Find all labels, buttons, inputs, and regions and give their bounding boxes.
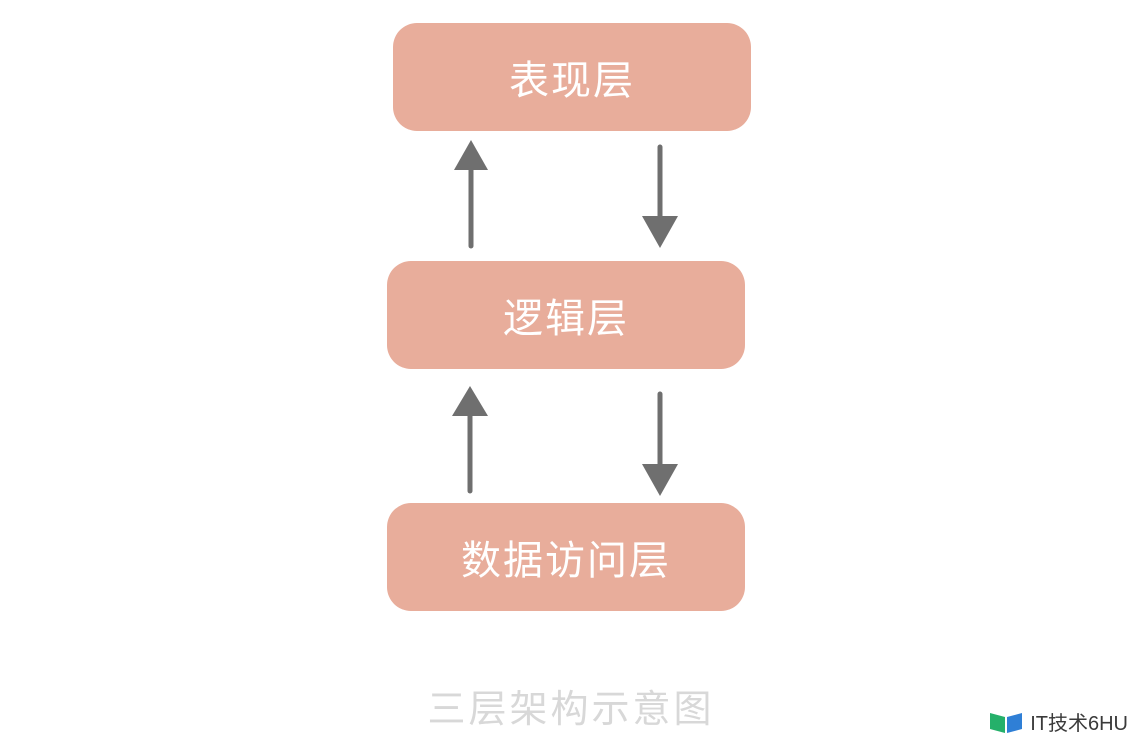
arrow-down-logic-to-data <box>642 391 678 496</box>
data-access-layer-box: 数据访问层 <box>387 503 745 611</box>
presentation-layer-label: 表现层 <box>509 58 635 104</box>
arrow-up-logic-to-presentation <box>454 140 488 249</box>
logic-layer-label: 逻辑层 <box>503 296 629 342</box>
arrow-down-presentation-to-logic <box>642 144 678 248</box>
watermark-text: IT技术6HU <box>1030 713 1128 735</box>
book-logo-icon <box>990 712 1023 733</box>
watermark: IT技术6HU <box>988 707 1128 736</box>
arrow-up-data-to-logic <box>452 386 488 494</box>
logic-layer-box: 逻辑层 <box>387 261 745 369</box>
data-access-layer-label: 数据访问层 <box>461 538 671 584</box>
presentation-layer-box: 表现层 <box>393 23 751 131</box>
diagram-caption: 三层架构示意图 <box>427 687 715 731</box>
